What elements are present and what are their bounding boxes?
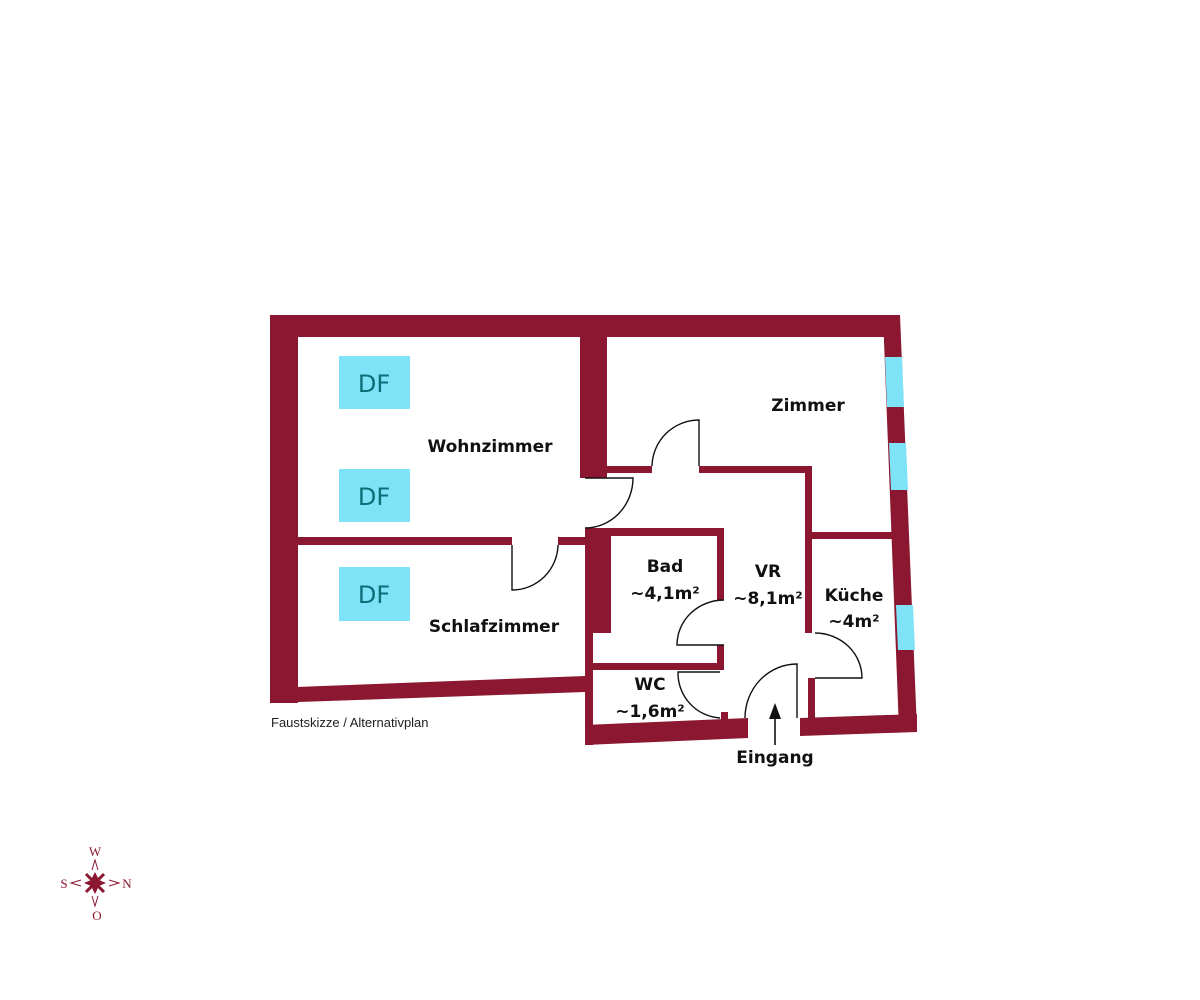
door-kueche[interactable] (814, 632, 863, 679)
door-entrance[interactable] (744, 663, 798, 719)
wall-bad-right (717, 528, 724, 600)
room-wohnzimmer: Wohnzimmer (427, 437, 553, 457)
window (896, 605, 915, 650)
wall-top (270, 315, 900, 337)
wall-kueche-left (808, 678, 815, 720)
wall-wohn-schlaf-a (298, 537, 512, 545)
skylight (339, 356, 410, 409)
wall-zimmer-bottom-b (699, 466, 812, 473)
skylight-label: DF (358, 581, 390, 609)
entrance-label: Eingang (736, 748, 813, 768)
compass-star-diag-icon (84, 872, 106, 894)
door-wc[interactable] (677, 671, 721, 719)
walls (270, 315, 917, 745)
entrance: Eingang (736, 703, 814, 768)
wall-wc-stub (721, 712, 728, 720)
door-wohnzimmer[interactable] (584, 477, 634, 529)
wall-left (270, 315, 298, 703)
wall-wohn-zimmer (580, 337, 607, 478)
room-wc-area: ~1,6m² (615, 702, 685, 722)
plan-note: Faustskizze / Alternativplan (271, 715, 429, 730)
room-labels: Wohnzimmer Zimmer Schlafzimmer Bad ~4,1m… (427, 396, 883, 722)
room-kueche: Küche (825, 586, 884, 606)
skylight-label: DF (358, 483, 390, 511)
compass-south: S (60, 876, 67, 891)
wall-wc-bottom (585, 718, 748, 745)
door-zimmer[interactable] (651, 419, 700, 467)
doors (511, 419, 863, 719)
skylight (339, 567, 410, 621)
wall-wc-left (585, 633, 593, 745)
wall-zimmer-bottom-a (607, 466, 652, 473)
wall-bad-bottom (588, 663, 724, 670)
skylight-label: DF (358, 370, 390, 398)
room-vr: VR (755, 562, 781, 582)
wall-vr-right (805, 466, 812, 633)
door-bad[interactable] (676, 599, 725, 646)
wall-bottom-left (270, 676, 585, 703)
wall-bad-right-b (717, 645, 724, 670)
wall-zimmer-kueche (812, 532, 893, 539)
room-schlafzimmer: Schlafzimmer (429, 617, 560, 637)
arrow-head-icon (769, 703, 781, 719)
compass-arrows-icon (69, 858, 121, 908)
skylight (339, 469, 410, 522)
compass-north: N (122, 876, 132, 891)
room-bad: Bad (647, 557, 684, 577)
windows (885, 357, 915, 650)
compass-west: W (89, 844, 102, 859)
wall-kueche-bottom (800, 714, 917, 736)
room-wc: WC (634, 675, 665, 695)
room-vr-area: ~8,1m² (733, 589, 803, 609)
compass-east: O (92, 908, 101, 923)
room-bad-area: ~4,1m² (630, 584, 700, 604)
room-kueche-area: ~4m² (828, 612, 879, 632)
wall-wohn-schlaf-b (558, 537, 585, 545)
compass-rose: W S N O (60, 844, 132, 923)
skylights: DF DF DF (339, 356, 410, 621)
wall-bad-left (585, 528, 611, 633)
door-schlafzimmer[interactable] (511, 544, 559, 591)
window (885, 357, 904, 407)
wall-bad-top (585, 528, 724, 536)
room-zimmer: Zimmer (771, 396, 845, 416)
window (889, 443, 908, 490)
